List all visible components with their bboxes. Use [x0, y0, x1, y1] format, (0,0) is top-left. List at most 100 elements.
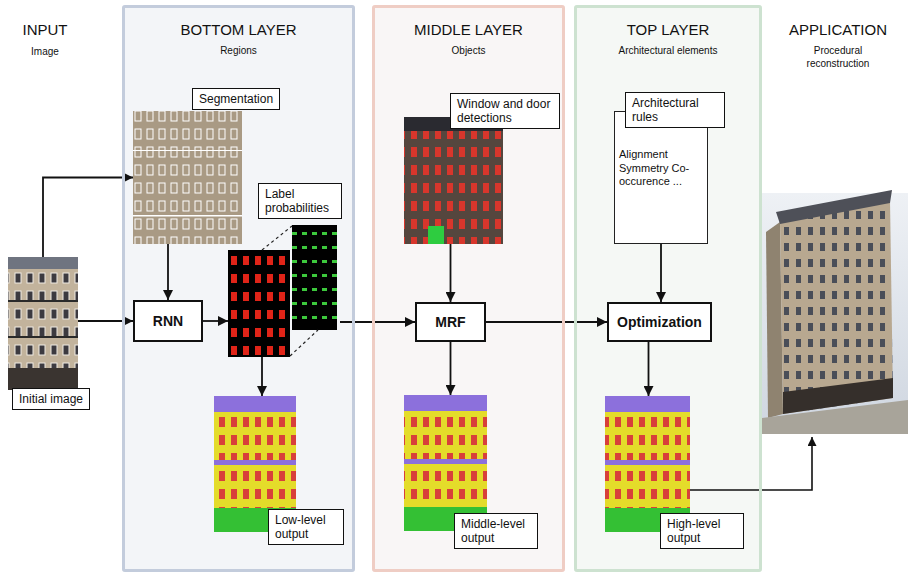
rules-text: Alignment Symmetry Co-occurence ... — [615, 148, 709, 189]
text-holder: Middle-level output — [454, 513, 538, 549]
flow-arrow — [660, 244, 662, 302]
image-panel: Low-level output — [214, 396, 296, 532]
ground — [762, 400, 908, 434]
callout-label: Initial image — [12, 388, 90, 410]
text-holder: Alignment Symmetry Co-occurence ... — [615, 148, 709, 189]
green-map — [292, 225, 337, 330]
roof — [8, 257, 78, 269]
text-holder: Architectural elements — [574, 44, 762, 57]
text-holder: Low-level output — [268, 509, 344, 545]
image-panel: High-level output — [605, 396, 690, 532]
roof-label — [404, 395, 487, 411]
callout-label: Low-level output — [268, 509, 344, 545]
flow-arrow — [78, 320, 133, 322]
callout-label: High-level output — [660, 513, 744, 549]
image-panel: Segmentation — [133, 111, 242, 244]
balcony — [8, 300, 78, 302]
text-holder: Initial image — [12, 388, 90, 410]
process-label: RNN — [153, 313, 183, 329]
text-holder: Segmentation — [192, 88, 280, 110]
probability-maps — [228, 225, 337, 357]
image-panel: Middle-level output — [404, 395, 487, 531]
building-side — [766, 222, 783, 418]
dashed-leader — [262, 226, 292, 250]
image-panel: Initial image — [8, 257, 78, 390]
input-photo — [8, 257, 78, 390]
building-front — [780, 200, 893, 414]
flow-arrow — [203, 320, 228, 322]
callout-label: Middle-level output — [454, 513, 538, 549]
text-holder: High-level output — [660, 513, 744, 549]
process-box: MRF — [415, 302, 486, 342]
panel-ground — [122, 5, 355, 572]
balcony-label — [214, 460, 296, 465]
rules-box: Architectural rulesAlignment Symmetry Co… — [614, 111, 708, 244]
middle-level-image — [404, 395, 487, 531]
building-roof — [776, 190, 892, 224]
building-render — [762, 190, 908, 434]
high-level-image — [605, 396, 690, 532]
layer-heading: BOTTOM LAYER — [122, 20, 355, 39]
text-holder: Label probabilities — [258, 183, 342, 219]
flow-arrow — [486, 321, 607, 323]
process-box: Optimization — [607, 302, 712, 342]
flow-arrow — [167, 244, 169, 300]
callout-label: Architectural rules — [625, 92, 725, 128]
column-subheading: Image — [5, 45, 85, 58]
balcony-label — [605, 460, 690, 465]
process-label: Optimization — [617, 314, 702, 330]
segment-map — [133, 111, 242, 244]
process-label: MRF — [435, 314, 465, 330]
column-subheading: Procedural reconstruction — [793, 44, 883, 70]
roof-label — [214, 396, 296, 412]
shopfront — [8, 368, 78, 390]
text-holder: Regions — [122, 44, 355, 57]
label-map — [605, 396, 690, 532]
detection-map — [404, 117, 503, 244]
image-panel: Label probabilities — [228, 183, 340, 357]
layer-panel: Window and door detectionsMRF Middle-leve… — [372, 5, 565, 572]
text-holder: Window and door detections — [450, 93, 560, 129]
layer-heading: TOP LAYER — [574, 20, 762, 39]
text-holder: MIDDLE LAYER — [372, 20, 565, 39]
layer-panel: SegmentationRNN Label probabilitiesLow-le… — [122, 5, 355, 572]
text-holder: BOTTOM LAYER — [122, 20, 355, 39]
panel-ground — [372, 5, 565, 572]
flow-arrow — [261, 357, 263, 396]
segment-edge — [133, 150, 242, 151]
sky — [762, 193, 908, 434]
callout-label: Label probabilities — [258, 183, 342, 219]
text-holder: Objects — [372, 44, 565, 57]
label-map — [404, 395, 487, 531]
column-heading: APPLICATION — [770, 20, 906, 39]
facade-photo — [8, 257, 78, 390]
door-detection — [428, 226, 444, 244]
flow-arrow — [340, 321, 415, 323]
process-box: RNN — [133, 300, 203, 342]
flow-arrow — [43, 178, 133, 258]
layer-panel: Architectural rulesAlignment Symmetry Co… — [574, 5, 762, 572]
balcony-label — [404, 459, 487, 464]
layer-heading: Architectural elements — [574, 44, 762, 57]
output-arrow — [690, 437, 812, 490]
layer-heading: MIDDLE LAYER — [372, 20, 565, 39]
flow-arrow — [450, 244, 452, 302]
red-map — [228, 250, 290, 357]
flow-arrow — [648, 342, 650, 396]
segmentation-image — [133, 111, 242, 244]
layer-heading: Objects — [372, 44, 565, 57]
panel-ground — [574, 5, 762, 572]
segment-edge — [133, 215, 242, 217]
text-holder: TOP LAYER — [574, 20, 762, 39]
detection-image — [404, 117, 503, 244]
layer-heading: Regions — [122, 44, 355, 57]
roof-label — [605, 396, 690, 412]
flow-arrow — [450, 342, 452, 395]
text-holder: Architectural rules — [625, 92, 725, 128]
column-heading: INPUT — [5, 20, 85, 39]
balcony — [8, 336, 78, 338]
callout-label: Segmentation — [192, 88, 280, 110]
